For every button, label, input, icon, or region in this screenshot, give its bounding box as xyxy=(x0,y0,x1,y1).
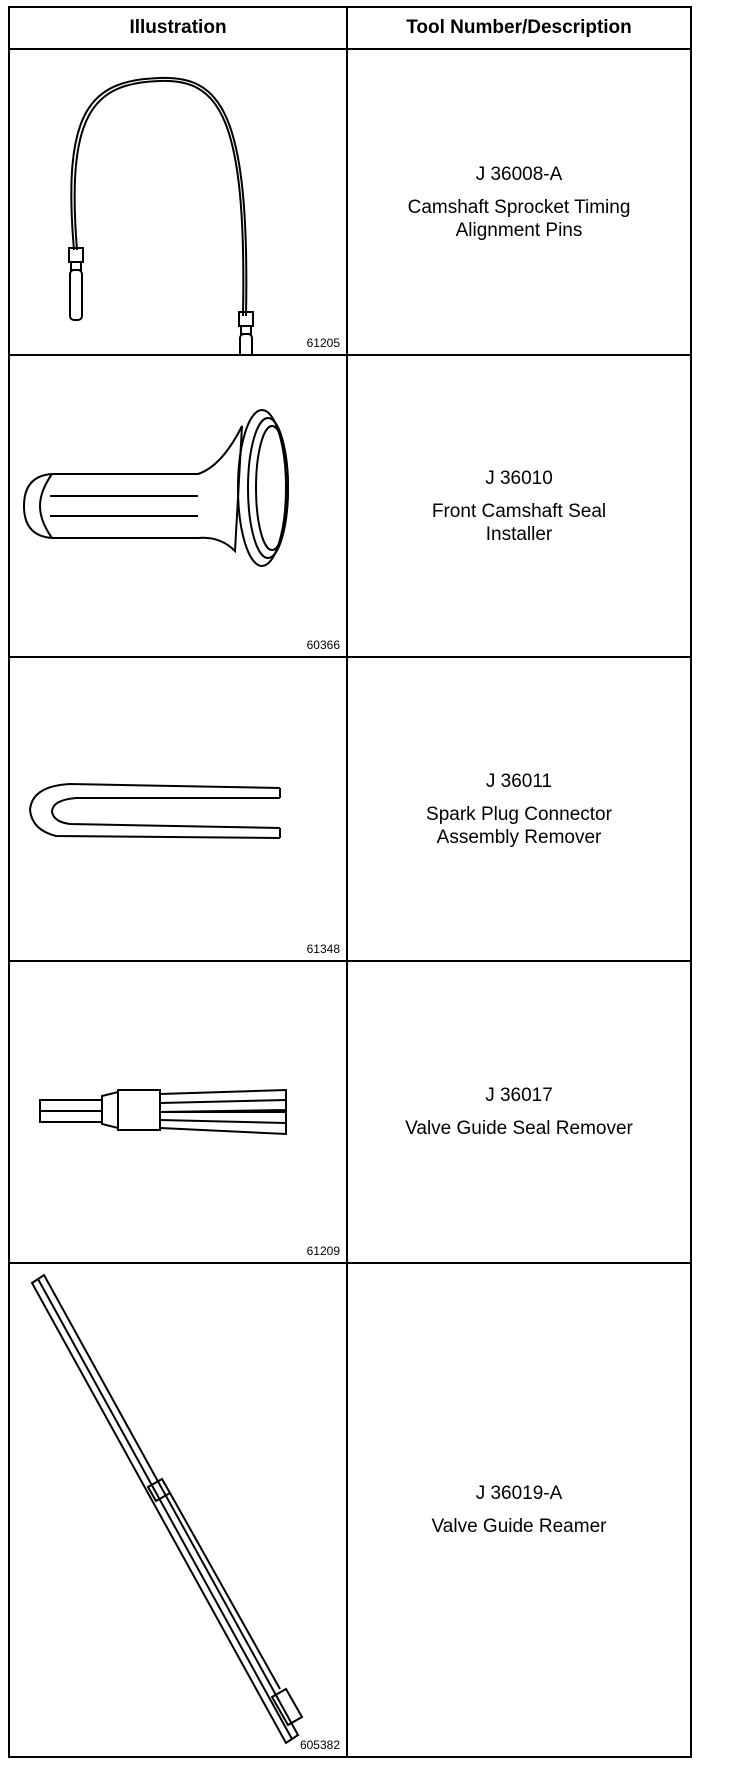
tool-description-line: Camshaft Sprocket Timing xyxy=(407,196,631,218)
header-illustration: Illustration xyxy=(10,8,348,48)
figure-number: 60366 xyxy=(306,638,340,652)
illustration-cell: 61209 xyxy=(10,962,348,1262)
tool-number: J 36010 xyxy=(485,467,553,489)
tool-number: J 36011 xyxy=(485,770,553,792)
figure-number: 605382 xyxy=(299,1738,340,1752)
tool-number: J 36017 xyxy=(485,1085,553,1106)
table-row: 60366 J 36010 Front Camshaft Seal Instal… xyxy=(10,356,690,658)
valve-seal-remover-icon xyxy=(39,1088,287,1136)
illustration-cell: 61205 xyxy=(10,50,348,354)
valve-guide-reamer-icon xyxy=(30,1273,304,1745)
tool-description-line: Installer xyxy=(485,523,553,545)
tool-description-line: Assembly Remover xyxy=(436,826,602,848)
tool-description-line: Valve Guide Seal Remover xyxy=(405,1118,633,1139)
tool-table: Illustration Tool Number/Description 612… xyxy=(8,6,692,1758)
tool-number: J 36008-A xyxy=(475,163,563,185)
illustration-cell: 60366 xyxy=(10,356,348,656)
description-cell: J 36019-A Valve Guide Reamer xyxy=(348,1264,690,1756)
tool-description-line: Spark Plug Connector xyxy=(426,803,612,825)
description-cell: J 36011 Spark Plug Connector Assembly Re… xyxy=(348,658,690,960)
connector-remover-icon xyxy=(28,782,281,839)
tool-description-line: Alignment Pins xyxy=(455,219,583,241)
tool-description-line: Valve Guide Reamer xyxy=(431,1516,607,1537)
illustration-cell: 605382 xyxy=(10,1264,348,1756)
table-row: 61205 J 36008-A Camshaft Sprocket Timing… xyxy=(10,50,690,356)
table-row: 61209 J 36017 Valve Guide Seal Remover xyxy=(10,962,690,1264)
tool-number: J 36019-A xyxy=(475,1483,563,1504)
description-cell: J 36010 Front Camshaft Seal Installer xyxy=(348,356,690,656)
seal-installer-icon xyxy=(22,409,289,567)
alignment-pins-icon xyxy=(68,76,254,354)
description-cell: J 36017 Valve Guide Seal Remover xyxy=(348,962,690,1262)
figure-number: 61205 xyxy=(306,336,340,350)
table-row: 605382 J 36019-A Valve Guide Reamer xyxy=(10,1264,690,1756)
header-tool: Tool Number/Description xyxy=(406,17,632,38)
table-header: Illustration Tool Number/Description xyxy=(10,8,690,50)
description-cell: J 36008-A Camshaft Sprocket Timing Align… xyxy=(348,50,690,354)
illustration-cell: 61348 xyxy=(10,658,348,960)
tool-description-line: Front Camshaft Seal xyxy=(431,500,607,522)
table-row: 61348 J 36011 Spark Plug Connector Assem… xyxy=(10,658,690,962)
figure-number: 61209 xyxy=(306,1244,340,1258)
figure-number: 61348 xyxy=(306,942,340,956)
